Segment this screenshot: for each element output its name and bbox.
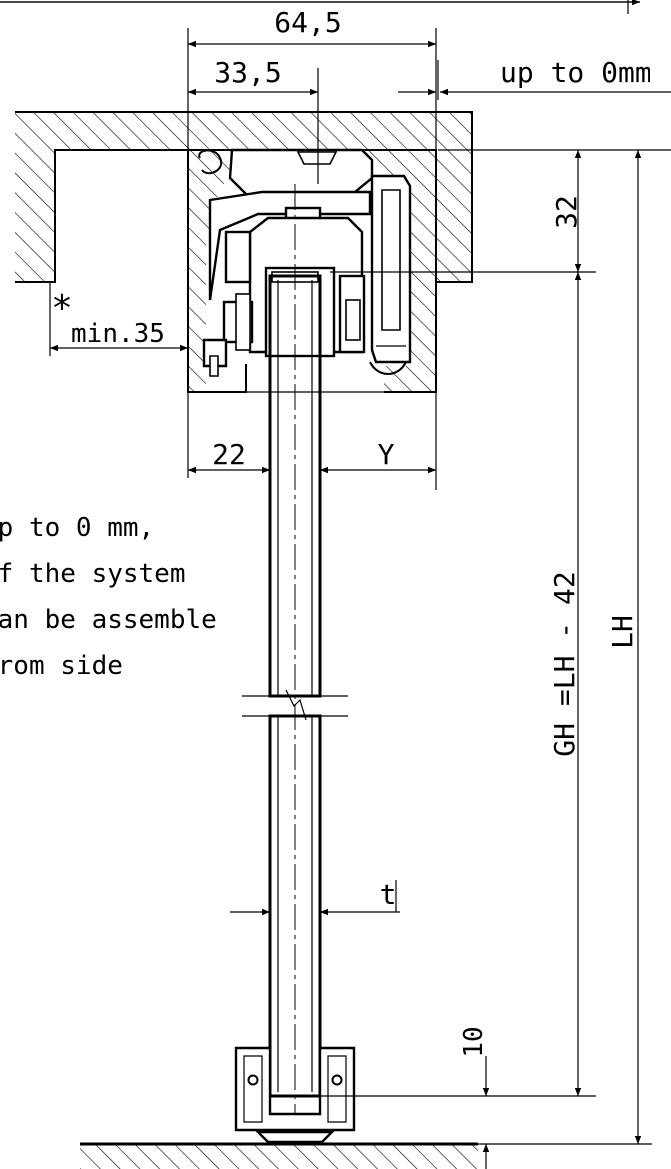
dim-glass-height: GH =LH - 42 <box>548 571 581 756</box>
dim-rail-height: 32 <box>550 195 583 229</box>
floor-hatch <box>80 1142 478 1169</box>
note-line-3: can be assemble <box>0 605 217 635</box>
dim-left-offset: 22 <box>212 438 246 471</box>
note-line-2: of the system <box>0 559 186 589</box>
glass-clamp-top <box>264 266 336 358</box>
note-line-4: from side <box>0 651 123 681</box>
dim-floor-gap: 10 <box>459 1026 489 1057</box>
dim-overall-width: 64,5 <box>274 6 341 39</box>
note-line-1: up to 0 mm, <box>0 513 154 543</box>
dim-total-height: LH <box>606 615 639 649</box>
dim-right-clearance-clip: up to 0mm <box>500 56 652 89</box>
dim-left-width: 33,5 <box>214 56 281 89</box>
floor-guide <box>234 1046 356 1144</box>
dim-glass-thickness: t <box>380 878 397 911</box>
assembly-note: up to 0 mm, of the system can be assembl… <box>0 513 217 681</box>
glass-panel <box>242 184 348 1140</box>
dim-right-offset: Y <box>378 438 395 471</box>
dim-asterisk: * <box>51 288 73 329</box>
dim-right-clearance: up to 0mm <box>500 56 652 89</box>
dim-min-side: min.35 <box>71 319 165 349</box>
